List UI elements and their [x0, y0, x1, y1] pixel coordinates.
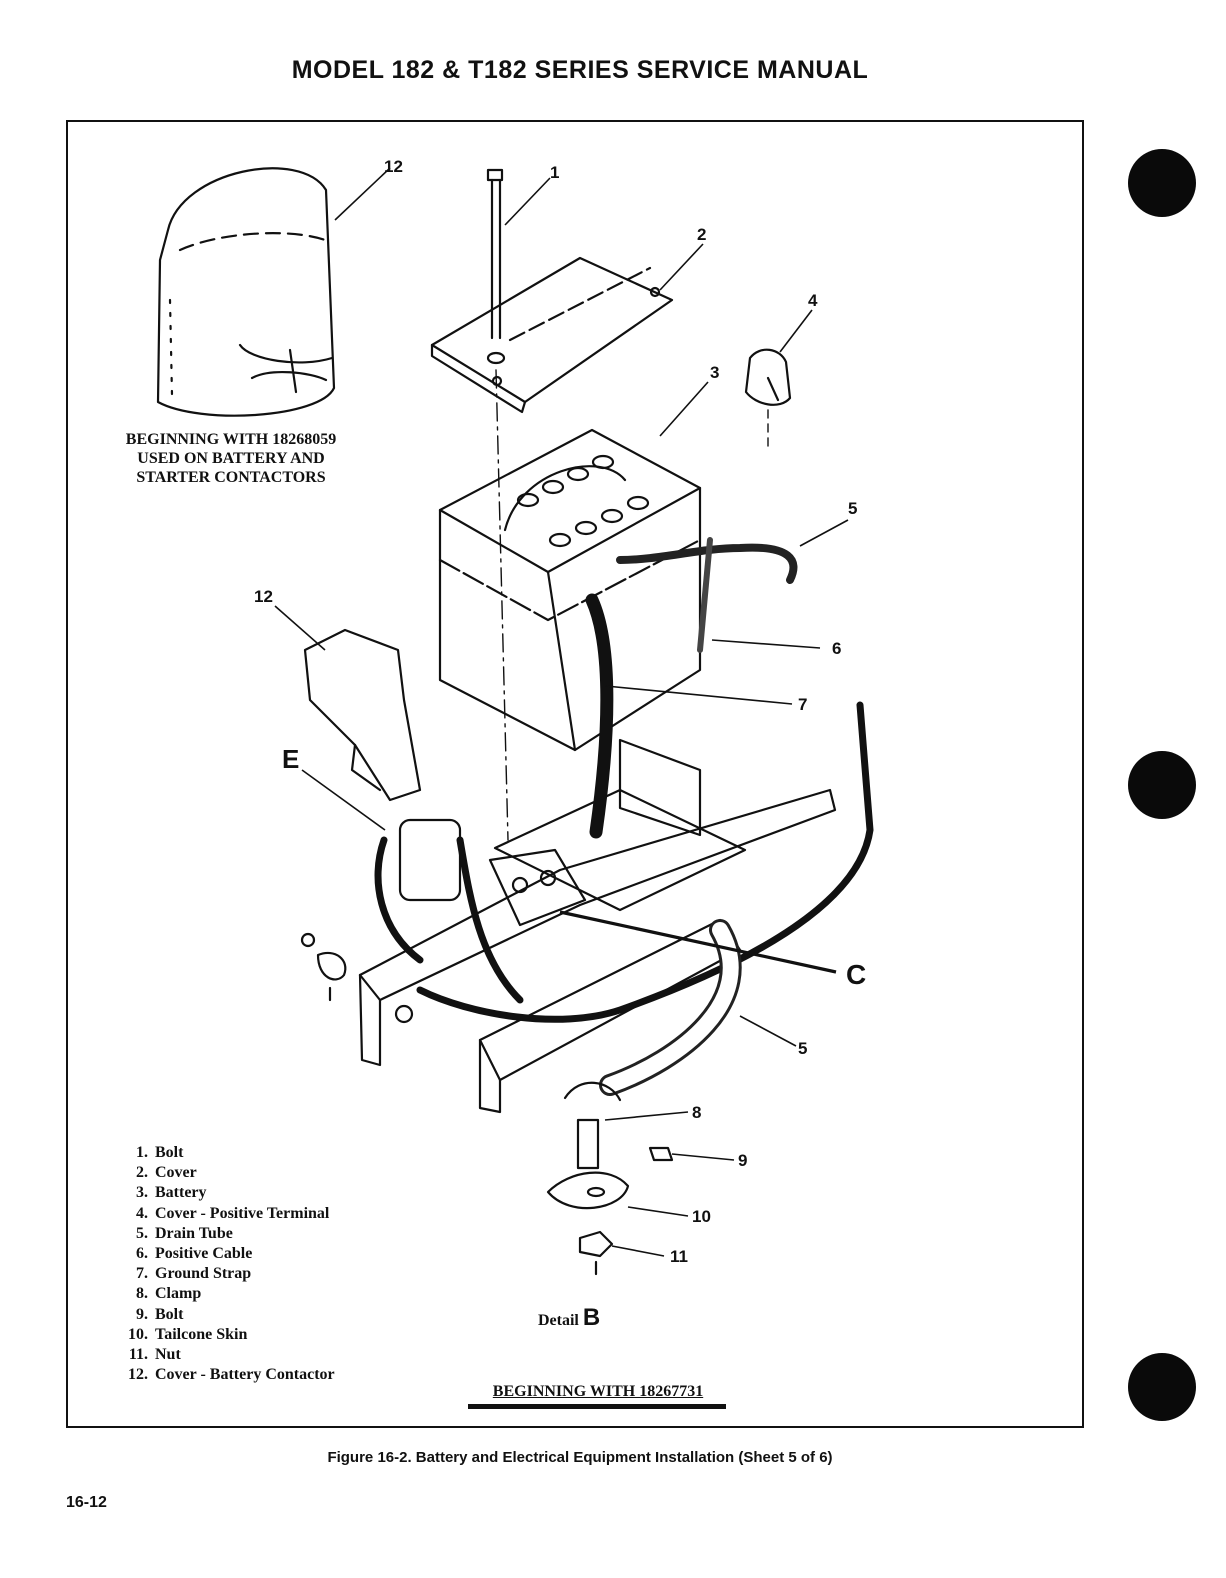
callout-12-top: 12 [384, 157, 403, 176]
page-number: 16-12 [66, 1494, 107, 1511]
callout-7: 7 [798, 695, 807, 714]
callout-6: 6 [832, 639, 841, 658]
detail-prefix: Detail [538, 1312, 579, 1329]
figure-frame [66, 120, 1084, 1428]
battery-installation-illustration: 12 1 2 4 3 5 6 7 12 5 8 9 10 11 E C [156, 157, 874, 1276]
battery-contactor-illustration [374, 818, 524, 1004]
battery-illustration [438, 428, 702, 752]
terminal-cover-illustration [744, 348, 792, 451]
terminal-block-illustration [488, 848, 587, 927]
cover-applicability-note: BEGINNING WITH 18268059 USED ON BATTERY … [96, 430, 366, 487]
contactor-cover-illustration [156, 167, 336, 417]
legend-item: 4.Cover - Positive Terminal [136, 1204, 330, 1222]
binder-hole-bottom [1128, 1353, 1196, 1421]
callout-2: 2 [697, 225, 706, 244]
battery-cover-plate-illustration [430, 256, 674, 414]
legend-item: 8.Clamp [136, 1285, 202, 1303]
callout-9: 9 [738, 1151, 747, 1170]
callout-11: 11 [670, 1247, 688, 1266]
detail-callout-e: E [282, 744, 299, 774]
effectivity-note: BEGINNING WITH 18267731 [492, 1383, 704, 1400]
detail-callout-c: C [846, 959, 866, 990]
callout-12-lower: 12 [254, 587, 273, 606]
callout-8: 8 [692, 1103, 701, 1122]
legend-item: 12.Cover - Battery Contactor [128, 1366, 335, 1384]
callout-10: 10 [692, 1207, 711, 1226]
page-title: MODEL 182 & T182 SERIES SERVICE MANUAL [291, 56, 869, 84]
effectivity-underline-bar [468, 1404, 726, 1409]
binder-hole-top [1128, 149, 1196, 217]
legend-item: 5.Drain Tube [136, 1224, 233, 1242]
legend-item: 2.Cover [136, 1164, 197, 1182]
legend-item: 11.Nut [128, 1346, 181, 1364]
detail-label: Detail B [538, 1304, 600, 1332]
callout-1: 1 [550, 163, 559, 182]
legend-item: 3.Battery [136, 1184, 207, 1202]
contactor-cover-lower-illustration [303, 628, 422, 802]
callout-5-bottom: 5 [798, 1039, 807, 1058]
callout-5-top: 5 [848, 499, 857, 518]
callout-4: 4 [808, 291, 818, 310]
cover-note-line-3: STARTER CONTACTORS [136, 469, 326, 486]
detail-letter: B [582, 1304, 601, 1331]
figure-caption: Figure 16-2. Battery and Electrical Equi… [327, 1449, 833, 1466]
callout-3: 3 [710, 363, 719, 382]
binder-hole-middle [1128, 751, 1196, 819]
legend-item: 7.Ground Strap [136, 1265, 252, 1283]
cover-note-line-1: BEGINNING WITH 18268059 [125, 431, 337, 448]
legend-item: 9.Bolt [136, 1305, 184, 1323]
cover-note-line-2: USED ON BATTERY AND [137, 450, 325, 467]
battery-cells-illustration [516, 454, 650, 548]
legend-item: 10.Tailcone Skin [128, 1325, 248, 1343]
bolt-illustration [486, 168, 509, 841]
legend-item: 1.Bolt [136, 1144, 184, 1161]
parts-legend: 1.Bolt 2.Cover 3.Battery 4.Cover - Posit… [108, 1143, 335, 1385]
legend-item: 6.Positive Cable [136, 1245, 253, 1263]
